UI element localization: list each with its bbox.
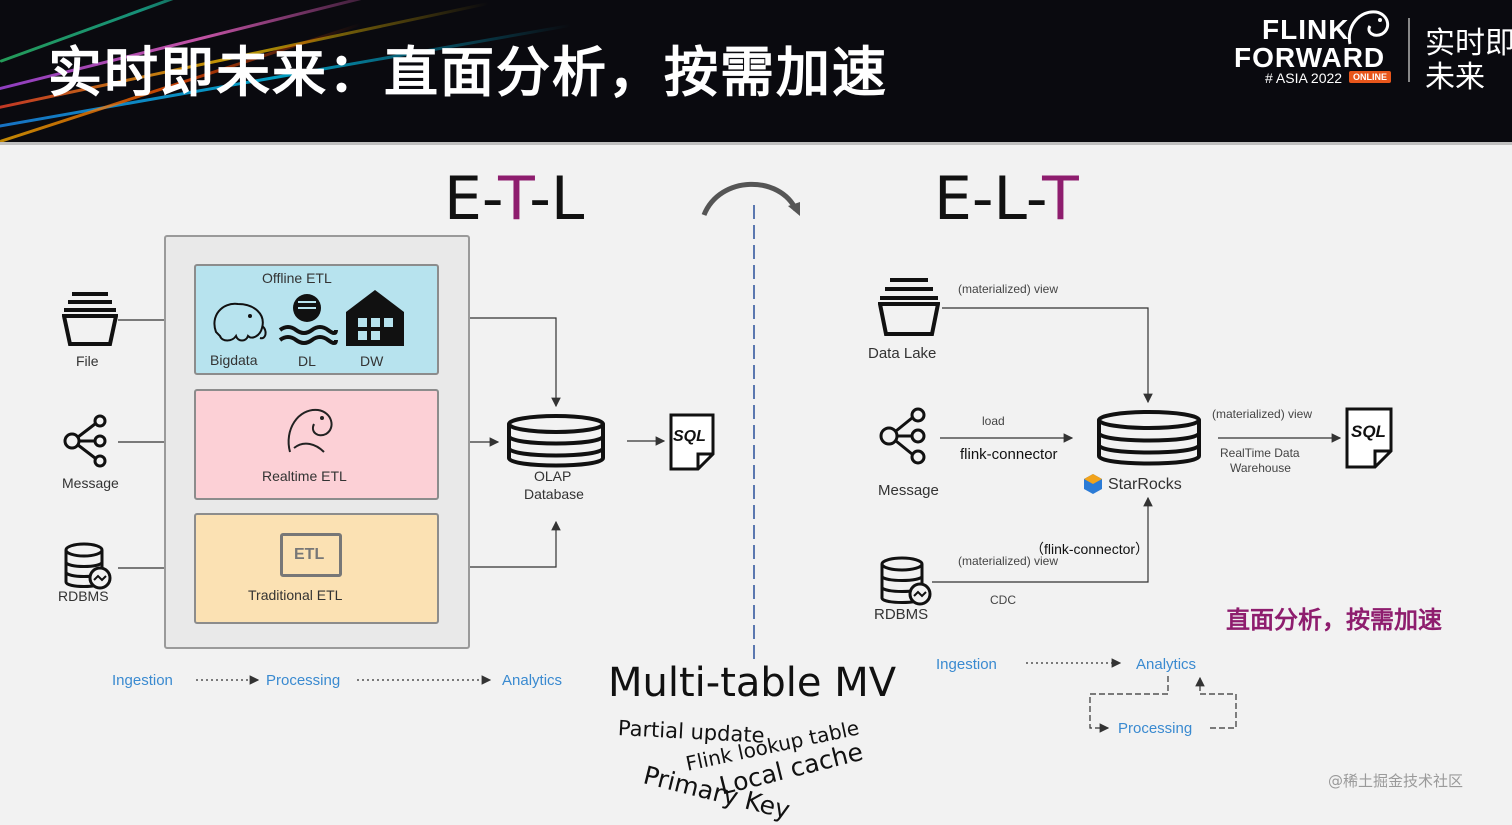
starrocks-label: StarRocks [1108, 476, 1182, 493]
left-ingestion-label: Ingestion [112, 672, 173, 689]
squirrel-logo-icon [1347, 10, 1390, 45]
watermark: @稀土掘金技术社区 [1328, 772, 1464, 790]
olap-database-icon [507, 414, 605, 468]
elt-heading: E-L-T [934, 164, 1079, 234]
file-label: File [76, 353, 99, 369]
file-icon [62, 292, 118, 346]
data-lake-icon [278, 294, 338, 345]
rdbms-icon [880, 556, 932, 606]
rdbms-icon [64, 542, 112, 590]
slogan-text: 直面分析，按需加速 [1226, 606, 1442, 634]
starrocks-database-icon [1097, 410, 1201, 466]
message-icon [63, 414, 107, 468]
logo-badge: ONLINE [1349, 71, 1392, 83]
warehouse-line2: Warehouse [1230, 461, 1291, 475]
traditional-etl-box [194, 513, 439, 624]
sql-document-icon [1345, 407, 1393, 469]
bigdata-label: Bigdata [210, 352, 258, 368]
sql-label: SQL [1351, 422, 1386, 441]
right-processing-label: Processing [1118, 720, 1193, 737]
logo-divider [1408, 18, 1410, 82]
logo-slogan-line1: 实时即 [1425, 26, 1512, 61]
logo-line1: FLINK [1262, 14, 1350, 45]
warehouse-line1: RealTime Data [1220, 446, 1300, 460]
message-label: Message [878, 482, 939, 499]
divider [0, 142, 1512, 145]
traditional-etl-title: Traditional ETL [248, 587, 343, 603]
rdbms-label: RDBMS [58, 588, 109, 604]
multi-table-mv-label: Multi-table MV [608, 660, 897, 706]
offline-etl-title: Offline ETL [262, 270, 332, 286]
message-icon [879, 407, 926, 465]
realtime-etl-box [194, 389, 439, 500]
realtime-etl-title: Realtime ETL [262, 468, 347, 484]
flink-squirrel-icon [287, 408, 333, 453]
view-top-label: (materialized) view [958, 282, 1059, 296]
page-title: 实时即未来：直面分析，按需加速 [48, 41, 888, 104]
view-bottom-label: (materialized) view [958, 554, 1059, 568]
message-label: Message [62, 475, 119, 491]
header-banner [0, 0, 1512, 142]
load-label: load [982, 414, 1005, 428]
data-lake-icon [878, 278, 940, 336]
cdc-label: CDC [990, 593, 1016, 607]
elephant-icon [213, 302, 267, 342]
etl-icon-text: ETL [294, 546, 325, 563]
left-processing-label: Processing [266, 672, 341, 689]
sql-document-icon [669, 413, 715, 471]
view-right-label: (materialized) view [1212, 407, 1313, 421]
sql-label: SQL [673, 428, 706, 445]
rdbms-label: RDBMS [874, 606, 929, 623]
etl-folder-icon [280, 533, 342, 577]
starrocks-logo-icon [1084, 474, 1102, 494]
dw-label: DW [360, 353, 384, 369]
flink-connector-label: flink-connector [960, 446, 1058, 463]
logo-slogan-line2: 未来 [1425, 60, 1485, 95]
logo-event: # ASIA 2022 [1265, 70, 1343, 86]
right-analytics-label: Analytics [1136, 656, 1197, 673]
data-lake-label: Data Lake [868, 345, 937, 362]
olap-label-line2: Database [524, 486, 584, 502]
flink-connector-paren-label: （flink-connector） [1030, 541, 1150, 557]
olap-label-line1: OLAP [534, 468, 572, 484]
logo-line2: FORWARD [1234, 42, 1386, 73]
right-ingestion-label: Ingestion [936, 656, 997, 673]
data-warehouse-icon [346, 290, 404, 346]
left-analytics-label: Analytics [502, 672, 563, 689]
etl-heading: E-T-L [444, 164, 585, 234]
dl-label: DL [298, 353, 316, 369]
